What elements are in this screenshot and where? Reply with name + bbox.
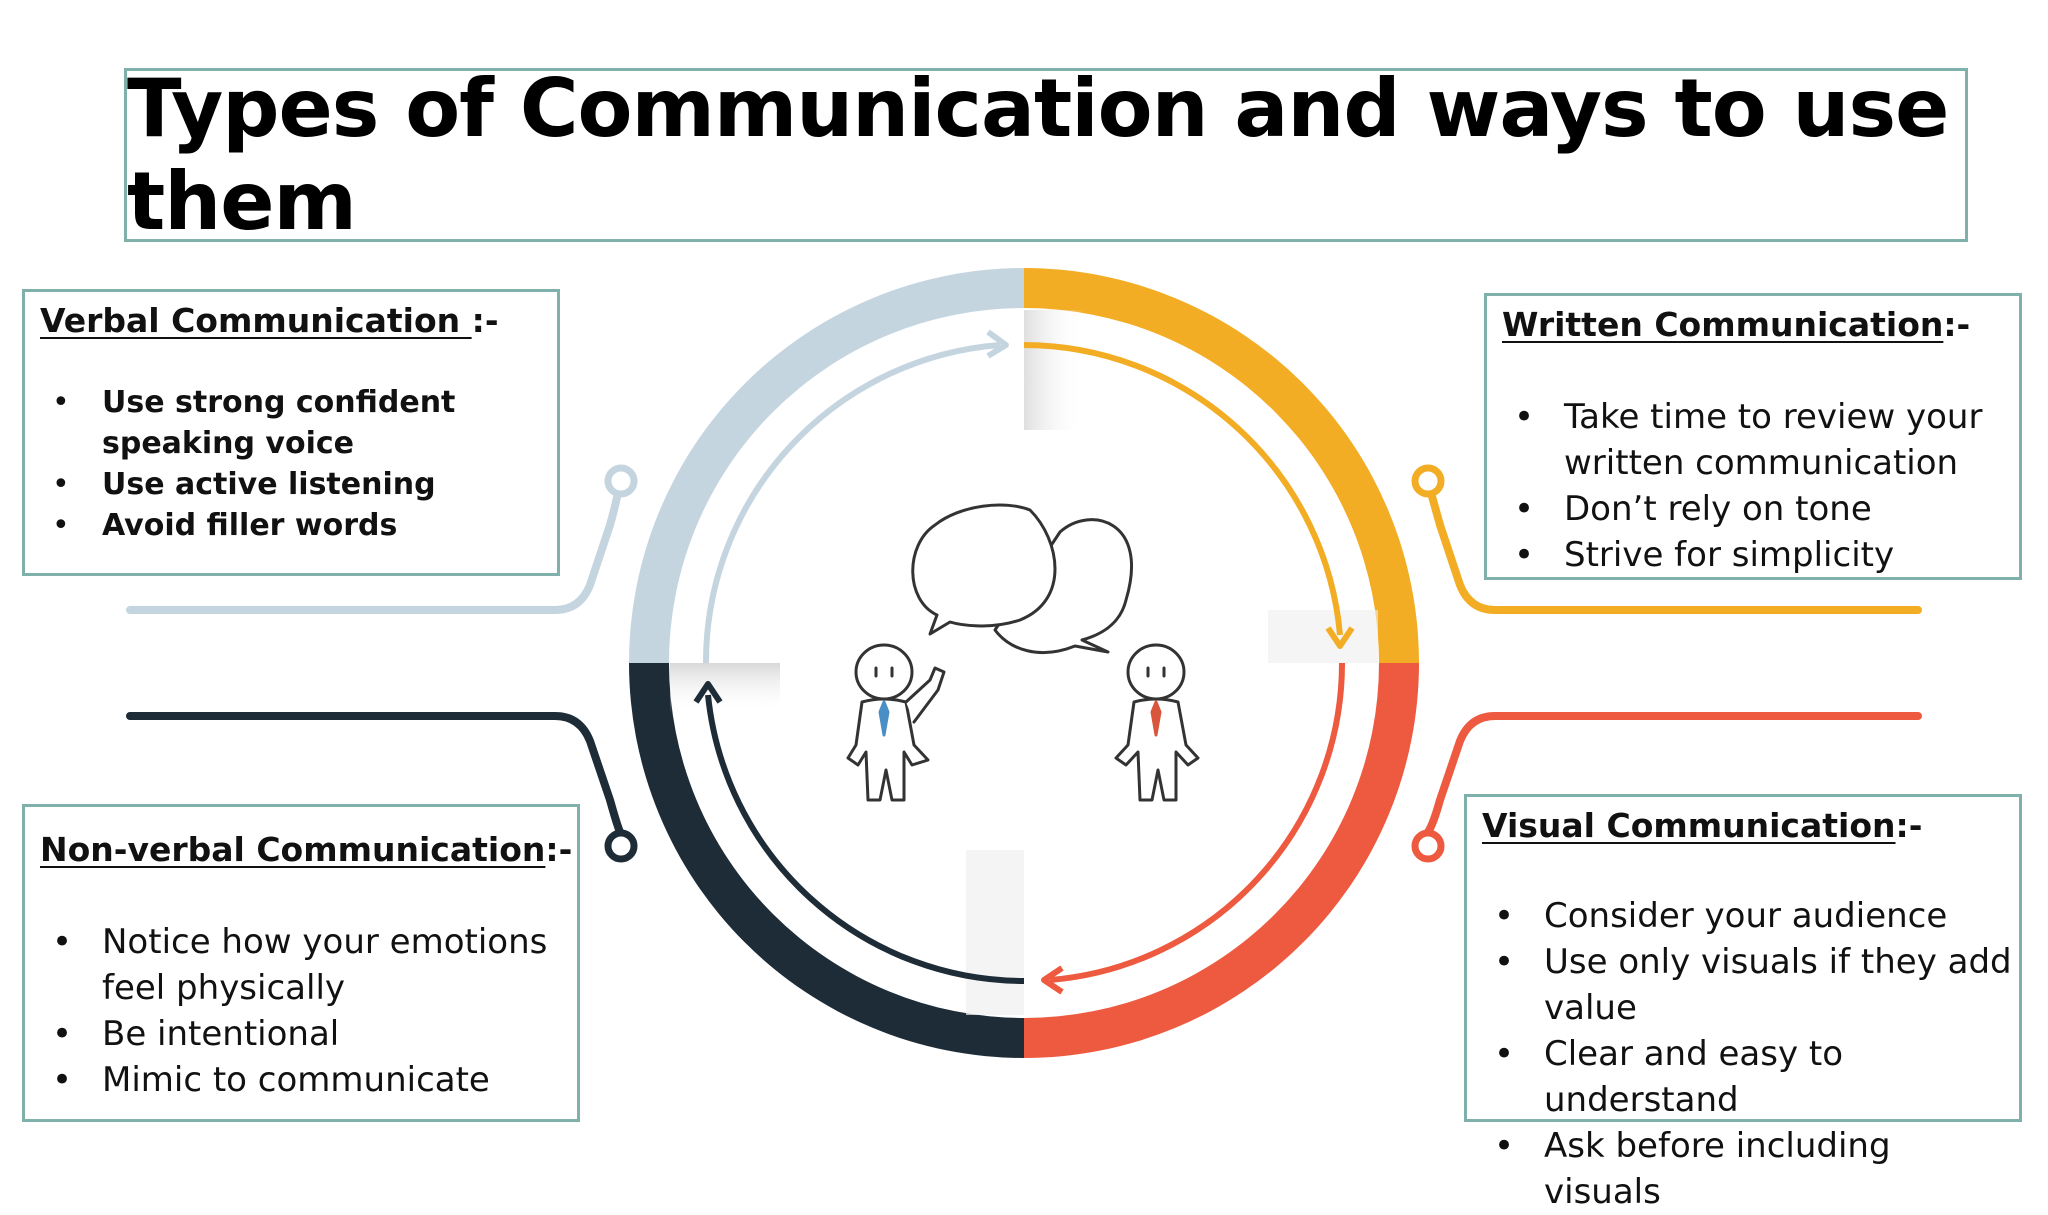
- join-shade-bottom: [966, 850, 1024, 1015]
- join-shade-left: [670, 663, 780, 713]
- list-item: Take time to review your written communi…: [1502, 394, 2017, 486]
- written-heading-suffix: :-: [1943, 305, 1970, 344]
- join-shade-top: [1024, 310, 1084, 430]
- two-people-talking-icon: [848, 505, 1198, 800]
- visual-heading-text: Visual Communication: [1482, 806, 1896, 845]
- visual-connector-node: [1415, 833, 1441, 859]
- person-left-icon: [848, 645, 944, 800]
- written-heading-text: Written Communication: [1502, 305, 1943, 344]
- visual-ring-segment: [1024, 663, 1419, 1058]
- list-item: Use strong confident speaking voice: [40, 382, 550, 464]
- list-item: Notice how your emotions feel physically: [40, 919, 570, 1011]
- verbal-tips-list: Use strong confident speaking voice Use …: [40, 382, 550, 546]
- visual-heading-suffix: :-: [1896, 806, 1923, 845]
- visual-communication-card: Visual Communication:- Consider your aud…: [1464, 794, 2022, 1122]
- nonverbal-heading-suffix: :-: [545, 830, 572, 869]
- list-item: Avoid filler words: [40, 505, 550, 546]
- nonverbal-ring-segment: [629, 663, 1024, 1058]
- list-item: Don’t rely on tone: [1502, 486, 2017, 532]
- list-item: Be intentional: [40, 1011, 570, 1057]
- list-item: Strive for simplicity: [1502, 532, 2017, 578]
- list-item: Consider your audience: [1482, 893, 2017, 939]
- nonverbal-card-heading: Non-verbal Communication:-: [40, 833, 572, 866]
- written-tips-list: Take time to review your written communi…: [1502, 394, 2017, 578]
- written-card-heading: Written Communication:-: [1502, 308, 1970, 341]
- page-title: Types of Communication and ways to use t…: [127, 62, 1965, 248]
- verbal-connector-node: [608, 468, 634, 494]
- nonverbal-tips-list: Notice how your emotions feel physically…: [40, 919, 570, 1103]
- person-right-icon: [1116, 645, 1198, 800]
- list-item: Use only visuals if they add value: [1482, 939, 2017, 1031]
- written-communication-card: Written Communication:- Take time to rev…: [1484, 293, 2022, 580]
- verbal-communication-card: Verbal Communication :- Use strong confi…: [22, 289, 560, 576]
- visual-card-heading: Visual Communication:-: [1482, 809, 1922, 842]
- join-shade-right: [1268, 610, 1378, 663]
- visual-tips-list: Consider your audience Use only visuals …: [1482, 893, 2017, 1215]
- list-item: Ask before including visuals: [1482, 1123, 2017, 1215]
- title-frame: Types of Communication and ways to use t…: [124, 68, 1968, 242]
- verbal-card-heading: Verbal Communication :-: [40, 304, 499, 337]
- nonverbal-heading-text: Non-verbal Communication: [40, 830, 545, 869]
- list-item: Use active listening: [40, 464, 550, 505]
- nonverbal-communication-card: Non-verbal Communication:- Notice how yo…: [22, 804, 580, 1122]
- list-item: Mimic to communicate: [40, 1057, 570, 1103]
- written-connector-node: [1415, 468, 1441, 494]
- verbal-heading-suffix: :-: [472, 301, 499, 340]
- nonverbal-connector-node: [608, 833, 634, 859]
- list-item: Clear and easy to understand: [1482, 1031, 2017, 1123]
- verbal-heading-text: Verbal Communication: [40, 301, 472, 340]
